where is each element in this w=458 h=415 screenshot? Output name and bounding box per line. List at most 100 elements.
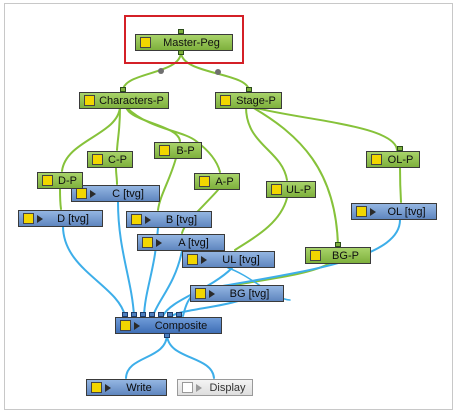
wire-bp-btvg — [157, 157, 177, 211]
node-label: C [tvg] — [112, 187, 144, 200]
ol-p-input-port[interactable] — [397, 146, 403, 151]
node-label: C-P — [108, 153, 127, 166]
wire-master-stage — [180, 51, 250, 92]
wire-oltvg-composite — [182, 219, 401, 317]
node-label: UL-P — [285, 183, 312, 196]
node-ol-tvg[interactable]: OL [tvg] — [351, 203, 437, 220]
node-label: A [tvg] — [178, 236, 209, 249]
enable-toggle-icon[interactable] — [120, 320, 131, 331]
node-display[interactable]: Display — [177, 379, 253, 396]
node-ul-tvg[interactable]: UL [tvg] — [182, 251, 275, 268]
node-label: A-P — [215, 175, 234, 188]
node-label: B-P — [176, 144, 195, 157]
composite-input-port[interactable] — [122, 312, 128, 317]
node-ul-p[interactable]: UL-P — [266, 181, 316, 198]
bg-p-input-port[interactable] — [335, 242, 341, 247]
node-label: BG [tvg] — [229, 287, 270, 300]
wire-point-right — [215, 69, 221, 75]
node-stage-p[interactable]: Stage-P — [215, 92, 282, 109]
wire-composite-display — [166, 333, 215, 379]
stage-p-input-port[interactable] — [246, 87, 252, 92]
enable-toggle-icon[interactable] — [220, 95, 231, 106]
node-characters-p[interactable]: Characters-P — [79, 92, 169, 109]
enable-toggle-icon[interactable] — [92, 154, 103, 165]
enable-toggle-icon[interactable] — [142, 237, 153, 248]
wire-composite-write — [125, 333, 168, 379]
characters-p-input-port[interactable] — [120, 87, 126, 92]
wire-master-characters — [121, 51, 182, 92]
node-d-tvg[interactable]: D [tvg] — [18, 210, 103, 227]
enable-toggle-icon[interactable] — [371, 154, 382, 165]
node-ol-p[interactable]: OL-P — [366, 151, 420, 168]
enable-toggle-icon[interactable] — [159, 145, 170, 156]
node-b-tvg[interactable]: B [tvg] — [126, 211, 212, 228]
enable-toggle-icon[interactable] — [42, 175, 53, 186]
wire-point-left — [158, 68, 164, 74]
composite-input-port[interactable] — [167, 312, 173, 317]
play-icon — [90, 189, 96, 198]
wire-characters-ap — [125, 106, 221, 173]
node-d-p[interactable]: D-P — [37, 172, 83, 189]
node-label: B [tvg] — [165, 213, 198, 226]
wire-stage-bgp — [251, 106, 339, 247]
node-label: D-P — [58, 174, 77, 187]
enable-toggle-icon[interactable] — [356, 206, 367, 217]
wire-characters-dp — [61, 106, 121, 172]
play-icon — [156, 238, 162, 247]
enable-toggle-icon[interactable] — [199, 176, 210, 187]
wire-atvg-composite — [152, 250, 183, 317]
play-icon — [196, 383, 202, 392]
play-icon — [209, 289, 215, 298]
node-c-tvg[interactable]: C [tvg] — [71, 185, 160, 202]
node-label: D [tvg] — [57, 212, 89, 225]
node-label: Composite — [154, 319, 208, 332]
enable-toggle-icon[interactable] — [195, 288, 206, 299]
enable-toggle-icon[interactable] — [271, 184, 282, 195]
play-icon — [105, 383, 111, 392]
node-a-p[interactable]: A-P — [194, 173, 240, 190]
node-bg-tvg[interactable]: BG [tvg] — [190, 285, 284, 302]
composite-input-port[interactable] — [149, 312, 155, 317]
wire-olp-oltvg — [399, 166, 402, 203]
composite-output-port[interactable] — [164, 333, 170, 338]
wire-stage-ulp — [245, 106, 288, 181]
node-master-peg[interactable]: Master-Peg — [135, 34, 233, 51]
enable-toggle-icon[interactable] — [91, 382, 102, 393]
node-label: Write — [126, 381, 152, 394]
node-c-p[interactable]: C-P — [87, 151, 133, 168]
wire-dp-dtvg — [59, 188, 62, 210]
master-peg-input-port[interactable] — [178, 29, 184, 34]
enable-toggle-icon[interactable] — [23, 213, 34, 224]
enable-toggle-icon[interactable] — [131, 214, 142, 225]
enable-toggle-icon[interactable] — [182, 382, 193, 393]
node-a-tvg[interactable]: A [tvg] — [137, 234, 225, 251]
node-b-p[interactable]: B-P — [154, 142, 202, 159]
composite-input-port[interactable] — [140, 312, 146, 317]
wire-dtvg-composite — [62, 225, 126, 317]
composite-input-port[interactable] — [131, 312, 137, 317]
node-label: BG-P — [332, 249, 359, 262]
play-icon — [145, 215, 151, 224]
node-write[interactable]: Write — [86, 379, 167, 396]
wire-ulp-ultvg — [234, 197, 288, 251]
composite-input-port[interactable] — [158, 312, 164, 317]
node-bg-p[interactable]: BG-P — [305, 247, 371, 264]
node-label: Display — [209, 381, 246, 394]
play-icon — [134, 321, 140, 330]
play-icon — [370, 207, 376, 216]
enable-toggle-icon[interactable] — [84, 95, 95, 106]
wire-cp-ctvg — [115, 167, 118, 185]
node-label: Stage-P — [236, 94, 276, 107]
enable-toggle-icon[interactable] — [187, 254, 198, 265]
enable-toggle-icon[interactable] — [76, 188, 87, 199]
enable-toggle-icon[interactable] — [310, 250, 321, 261]
node-composite[interactable]: Composite — [115, 317, 222, 334]
wire-stage-olp — [251, 106, 398, 151]
enable-toggle-icon[interactable] — [140, 37, 151, 48]
composite-input-port[interactable] — [176, 312, 182, 317]
master-peg-output-port[interactable] — [178, 50, 184, 55]
wire-characters-cp — [116, 106, 121, 151]
play-icon — [201, 255, 207, 264]
selected-node-highlight — [124, 15, 244, 64]
